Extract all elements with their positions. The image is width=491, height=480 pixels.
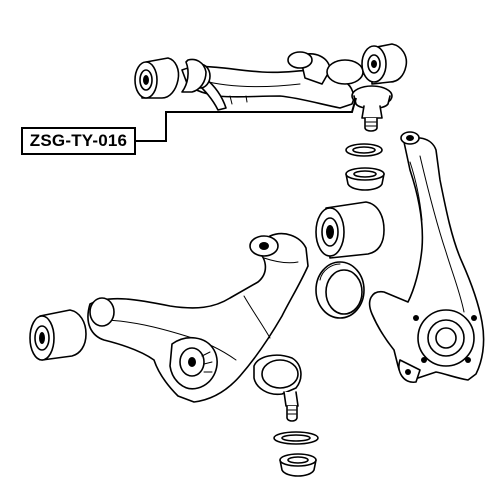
lower-ball-joint bbox=[253, 354, 302, 422]
ball-joint-seal-upper bbox=[345, 143, 383, 157]
upper-control-arm bbox=[181, 51, 364, 111]
callout-leader-line bbox=[136, 97, 357, 142]
lower-arm-bushing-left bbox=[29, 309, 87, 361]
steering-knuckle bbox=[368, 131, 485, 383]
part-number-label: ZSG-TY-016 bbox=[21, 127, 136, 155]
upper-arm-bushing-rear bbox=[361, 43, 408, 85]
ball-joint-boot-lower bbox=[279, 453, 317, 477]
upper-arm-bushing-front bbox=[134, 57, 207, 99]
ball-joint-seal-lower bbox=[273, 431, 319, 445]
ball-joint-boot-upper bbox=[345, 167, 385, 191]
lower-arm-bushing-large bbox=[315, 201, 385, 259]
lower-control-arm bbox=[87, 232, 309, 403]
bushing-ring bbox=[315, 261, 365, 319]
upper-ball-joint bbox=[351, 85, 393, 132]
